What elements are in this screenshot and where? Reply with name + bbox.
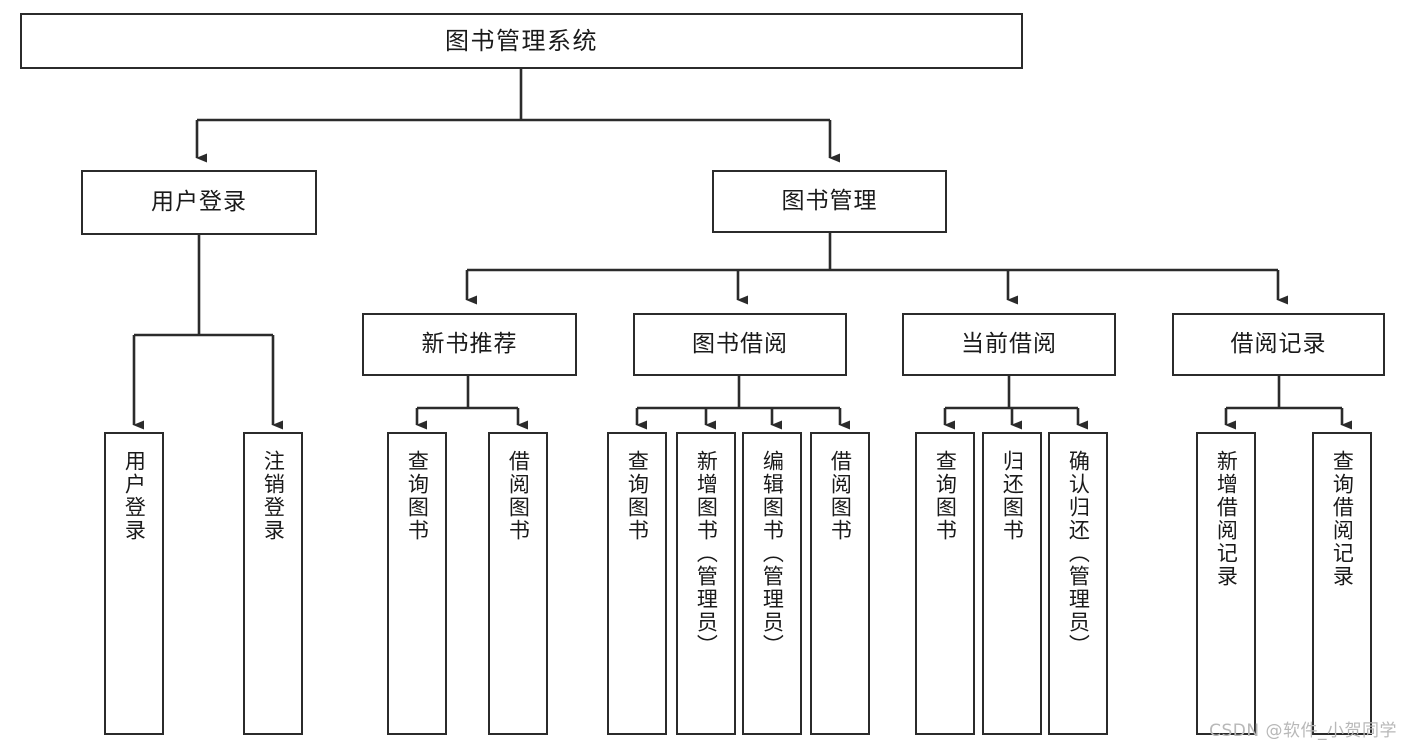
leaf-add-book-label: 新增图书（管理员） — [694, 450, 719, 657]
leaf-query-record-label: 查询借阅记录 — [1330, 450, 1355, 588]
node-borrow-record[interactable]: 借阅记录 — [1172, 313, 1385, 376]
leaf-add-book[interactable]: 新增图书（管理员） — [676, 432, 736, 735]
node-new-book-recommend-label: 新书推荐 — [421, 330, 518, 357]
node-book-manage-label: 图书管理 — [781, 187, 878, 214]
leaf-edit-book-label: 编辑图书（管理员） — [760, 450, 785, 657]
node-new-book-recommend[interactable]: 新书推荐 — [362, 313, 577, 376]
leaf-query-book-1[interactable]: 查询图书 — [387, 432, 447, 735]
leaf-confirm-return-label: 确认归还（管理员） — [1066, 450, 1091, 657]
leaf-user-logout-label: 注销登录 — [261, 450, 286, 542]
leaf-borrow-book-1-label: 借阅图书 — [506, 450, 531, 542]
leaf-user-login[interactable]: 用户登录 — [104, 432, 164, 735]
node-book-borrow-label: 图书借阅 — [692, 330, 788, 357]
node-user-login[interactable]: 用户登录 — [81, 170, 317, 235]
leaf-return-book[interactable]: 归还图书 — [982, 432, 1042, 735]
leaf-query-book-1-label: 查询图书 — [405, 450, 430, 542]
leaf-borrow-book-2-label: 借阅图书 — [828, 450, 853, 542]
leaf-query-book-3[interactable]: 查询图书 — [915, 432, 975, 735]
leaf-query-record[interactable]: 查询借阅记录 — [1312, 432, 1372, 735]
leaf-query-book-2[interactable]: 查询图书 — [607, 432, 667, 735]
node-root[interactable]: 图书管理系统 — [20, 13, 1023, 69]
leaf-add-record[interactable]: 新增借阅记录 — [1196, 432, 1256, 735]
leaf-borrow-book-1[interactable]: 借阅图书 — [488, 432, 548, 735]
csdn-watermark: CSDN @软件_小贺同学 — [1209, 721, 1397, 741]
node-current-borrow-label: 当前借阅 — [961, 330, 1057, 357]
leaf-borrow-book-2[interactable]: 借阅图书 — [810, 432, 870, 735]
leaf-query-book-2-label: 查询图书 — [625, 450, 650, 542]
leaf-return-book-label: 归还图书 — [1000, 450, 1025, 542]
leaf-query-book-3-label: 查询图书 — [933, 450, 958, 542]
leaf-user-logout[interactable]: 注销登录 — [243, 432, 303, 735]
node-user-login-label: 用户登录 — [151, 188, 247, 215]
node-root-label: 图书管理系统 — [445, 26, 598, 55]
node-book-manage[interactable]: 图书管理 — [712, 170, 947, 233]
leaf-user-login-label: 用户登录 — [122, 450, 147, 542]
node-current-borrow[interactable]: 当前借阅 — [902, 313, 1116, 376]
leaf-edit-book[interactable]: 编辑图书（管理员） — [742, 432, 802, 735]
leaf-confirm-return[interactable]: 确认归还（管理员） — [1048, 432, 1108, 735]
leaf-add-record-label: 新增借阅记录 — [1214, 450, 1239, 588]
node-borrow-record-label: 借阅记录 — [1230, 330, 1327, 357]
node-book-borrow[interactable]: 图书借阅 — [633, 313, 847, 376]
